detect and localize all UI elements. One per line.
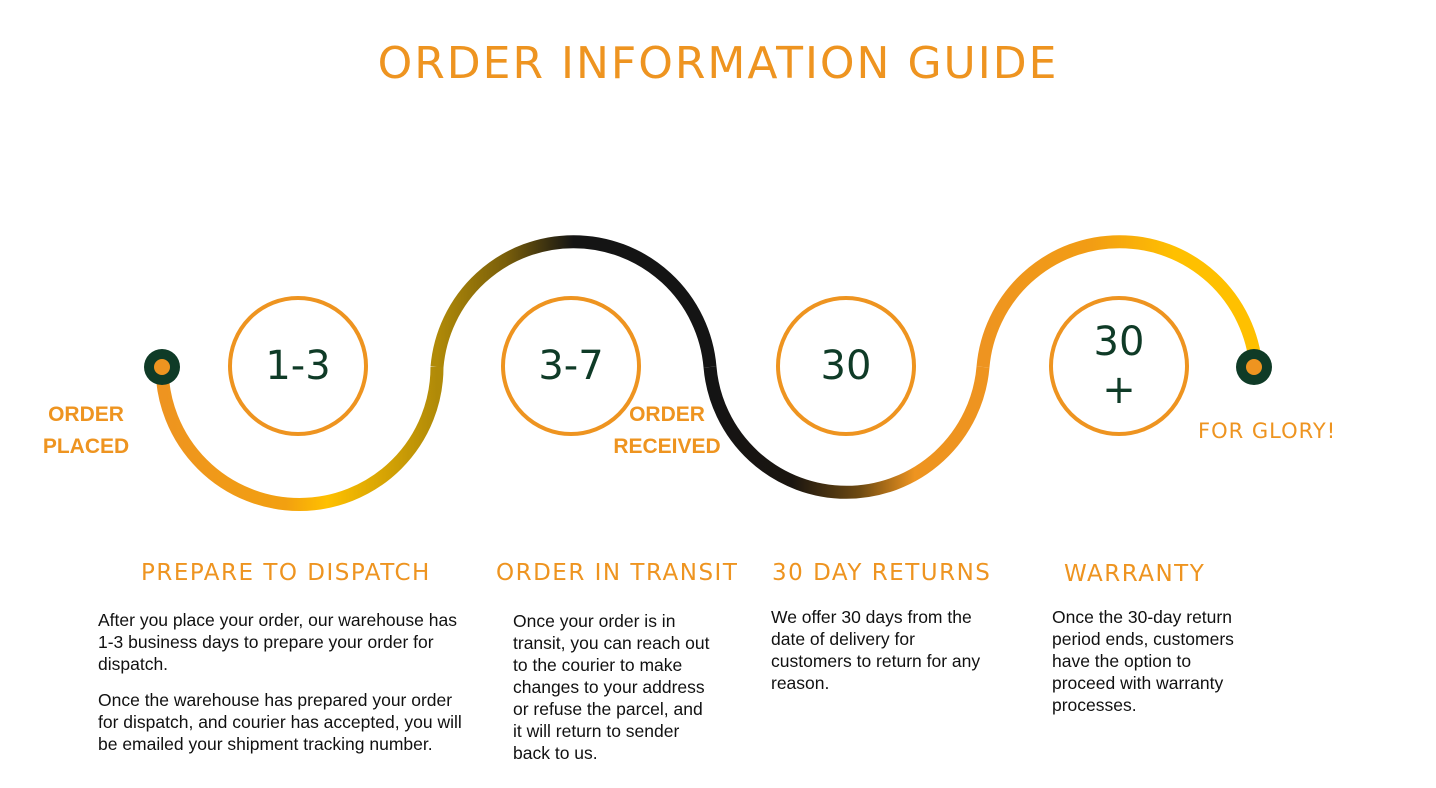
circle-value: 3-7: [538, 343, 604, 389]
circle-3-7-days: 3-7: [501, 296, 641, 436]
section-body-warranty: Once the 30-day return period ends, cust…: [1052, 606, 1257, 730]
label-line: PLACED: [42, 435, 130, 458]
section-body-prepare: After you place your order, our warehous…: [98, 609, 473, 769]
paragraph: After you place your order, our warehous…: [98, 610, 457, 674]
label-line: RECEIVED: [613, 435, 721, 458]
for-glory-label: FOR GLORY!: [1198, 419, 1337, 443]
page-title: ORDER INFORMATION GUIDE: [377, 38, 1059, 89]
order-placed-label: ORDER PLACED: [36, 399, 136, 463]
label-line: ORDER: [629, 403, 705, 426]
circle-30-days: 30: [776, 296, 916, 436]
section-body-returns: We offer 30 days from the date of delive…: [771, 606, 996, 708]
circle-value-line1: 30: [1093, 319, 1145, 365]
paragraph: We offer 30 days from the date of delive…: [771, 607, 981, 693]
circle-value: 30: [820, 343, 872, 389]
end-endpoint-dot: [1236, 349, 1272, 385]
section-title-prepare: PREPARE TO DISPATCH: [141, 560, 431, 586]
start-endpoint-dot: [144, 349, 180, 385]
section-title-returns: 30 DAY RETURNS: [772, 560, 992, 586]
section-title-transit: ORDER IN TRANSIT: [496, 560, 739, 586]
paragraph: Once the 30-day return period ends, cust…: [1052, 607, 1234, 715]
circle-value: 1-3: [265, 343, 331, 389]
label-line: ORDER: [48, 403, 124, 426]
paragraph: Once the warehouse has prepared your ord…: [98, 690, 462, 754]
order-received-label: ORDER RECEIVED: [607, 399, 727, 463]
section-title-warranty: WARRANTY: [1064, 561, 1206, 587]
circle-30-plus-days: 30 +: [1049, 296, 1189, 436]
section-body-transit: Once your order is in transit, you can r…: [513, 610, 713, 778]
circle-1-3-days: 1-3: [228, 296, 368, 436]
circle-value-line2: +: [1102, 367, 1136, 413]
paragraph: Once your order is in transit, you can r…: [513, 611, 710, 763]
